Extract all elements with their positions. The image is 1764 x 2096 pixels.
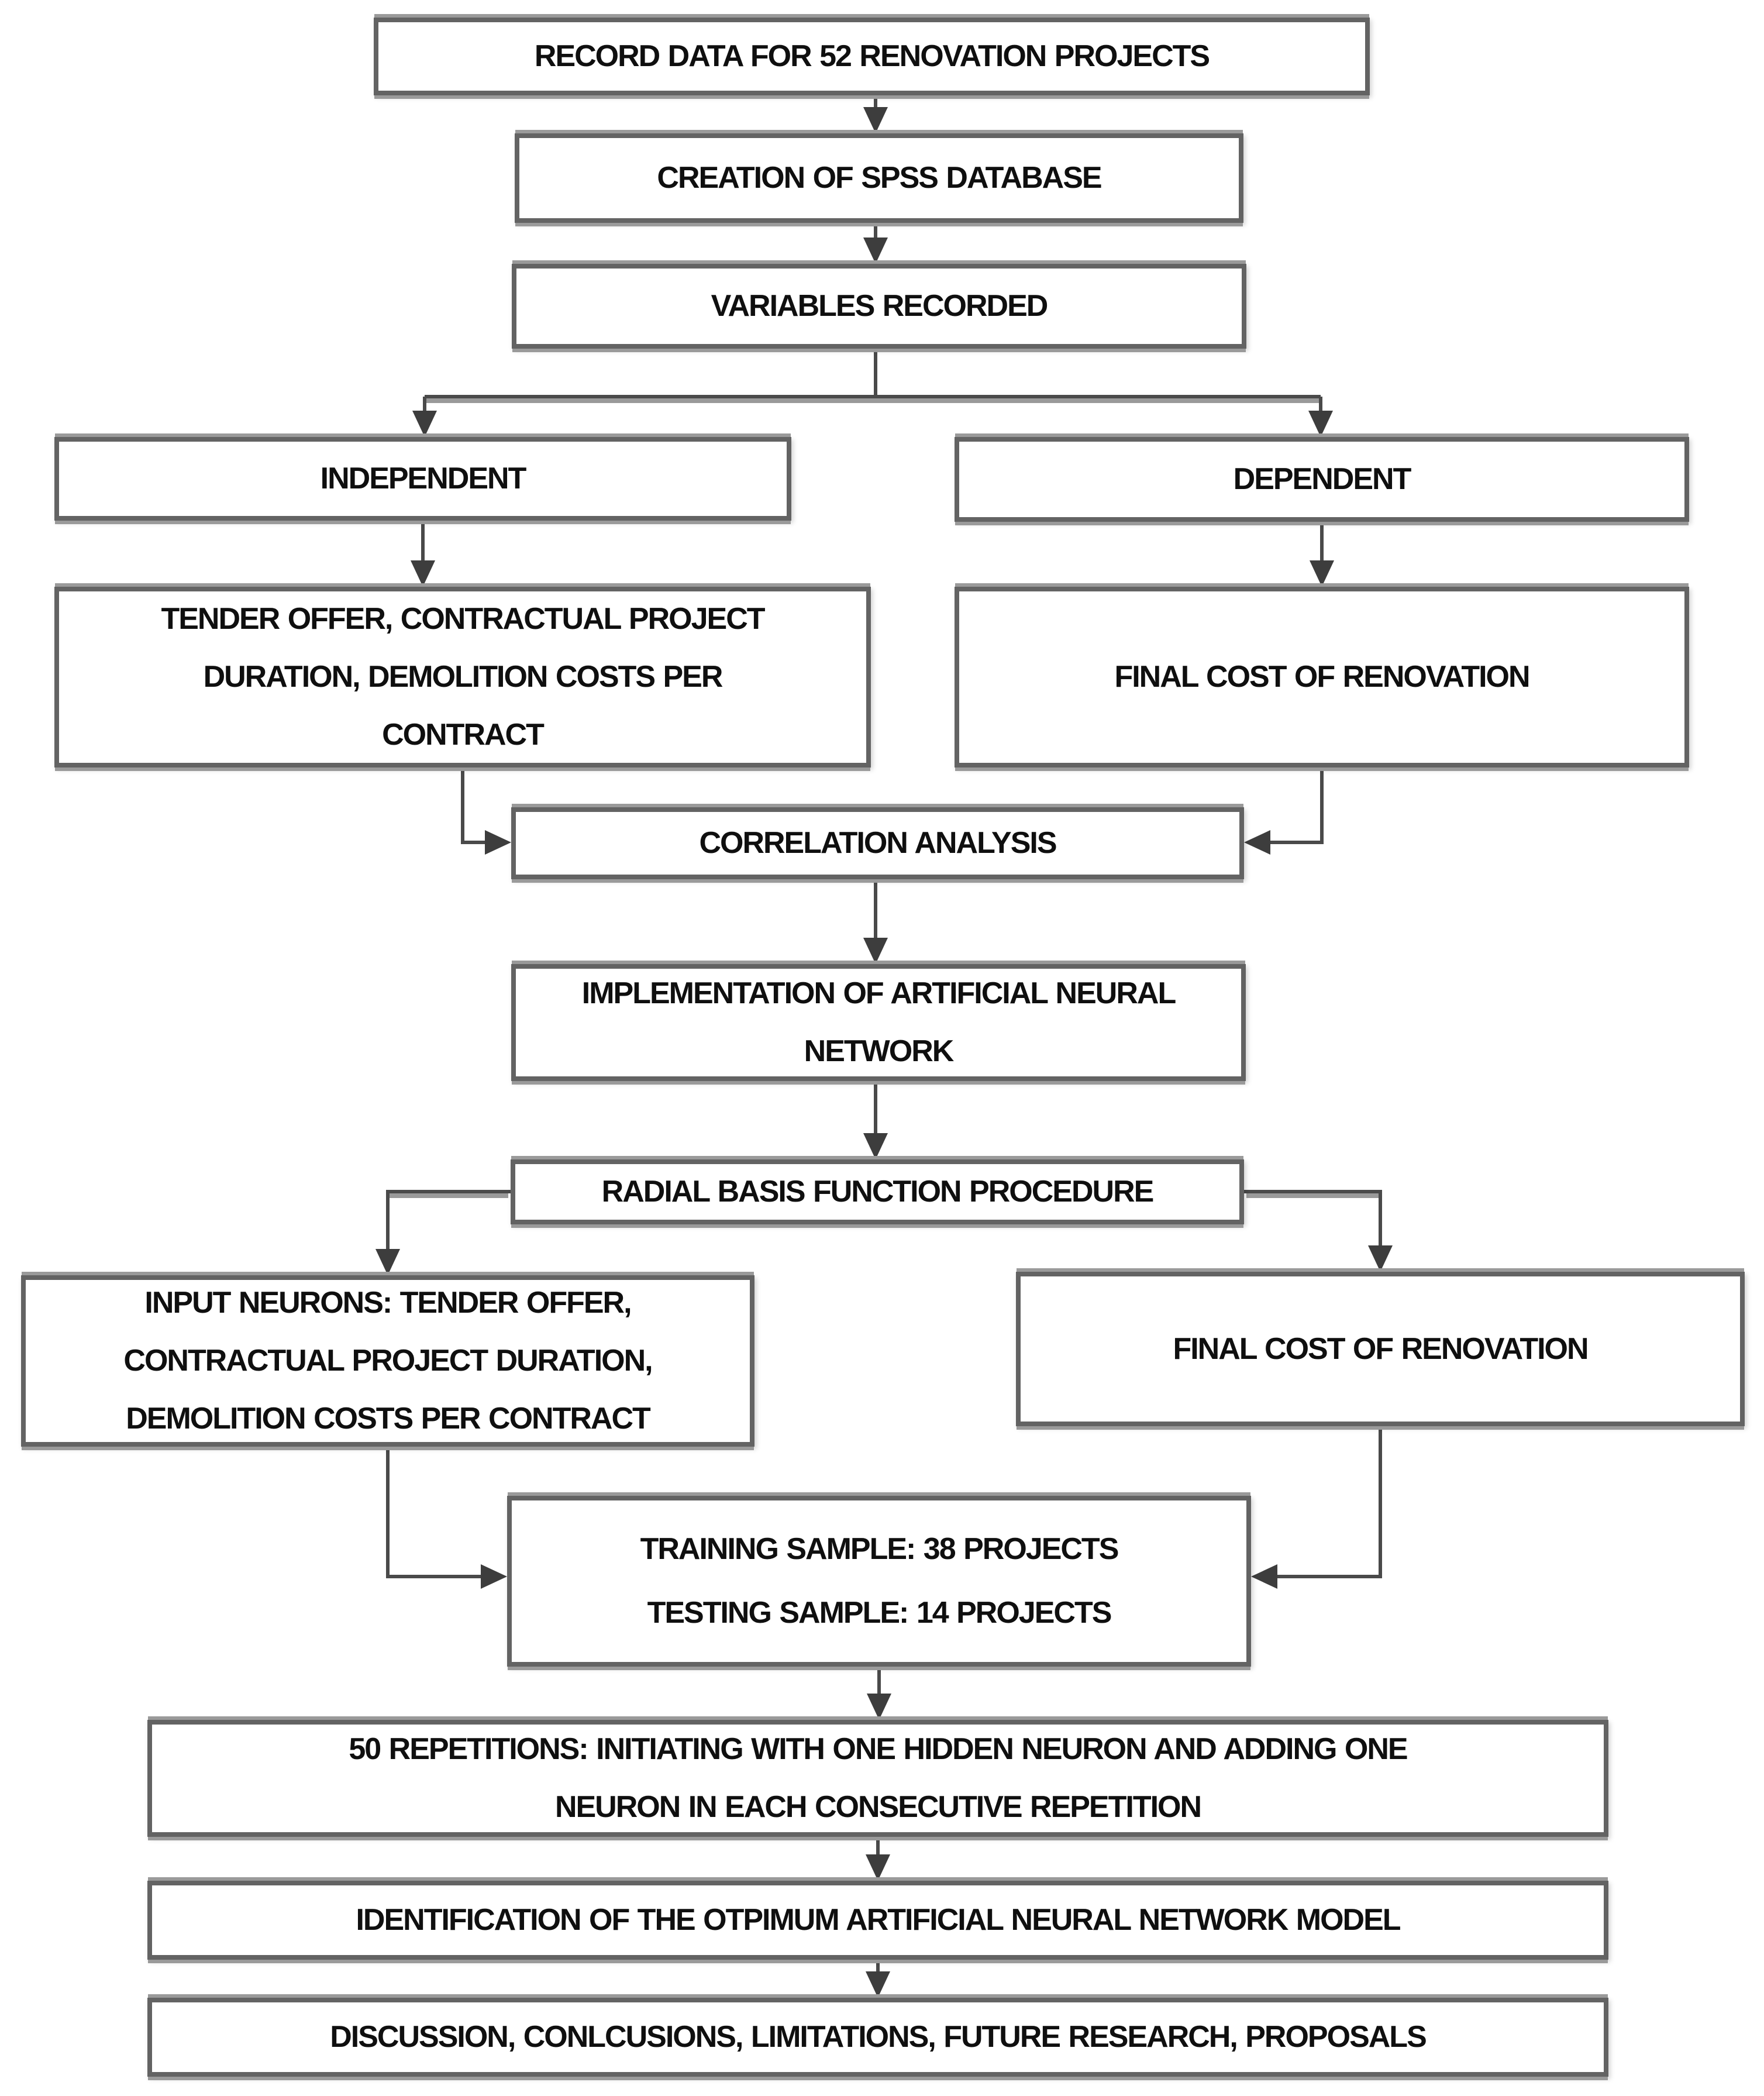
node-dependent-variable: FINAL COST OF RENOVATION — [955, 587, 1689, 767]
node-record-data-label: RECORD DATA FOR 52 RENOVATION PROJECTS — [534, 39, 1210, 74]
connector-variables-split — [412, 349, 1333, 437]
connector-correlation-to-ann — [863, 879, 888, 964]
node-discussion-conclusions: DISCUSSION, CONLCUSIONS, LIMITATIONS, FU… — [147, 1998, 1608, 2077]
connector-ann-to-rbf — [863, 1081, 888, 1159]
node-dependent: DEPENDENT — [955, 437, 1689, 522]
node-spss-database: CREATION OF SPSS DATABASE — [515, 133, 1243, 223]
node-input-neurons-label: INPUT NEURONS: TENDER OFFER, CONTRACTUAL… — [123, 1286, 653, 1436]
node-rbf-procedure: RADIAL BASIS FUNCTION PROCEDURE — [511, 1159, 1244, 1224]
node-optimum-model-identification-label: IDENTIFICATION OF THE OTPIMUM ARTIFICIAL… — [356, 1903, 1401, 1937]
connector-identification-to-discussion — [866, 1960, 890, 1998]
node-repetitions: 50 REPETITIONS: INITIATING WITH ONE HIDD… — [147, 1720, 1608, 1837]
node-spss-database-label: CREATION OF SPSS DATABASE — [657, 161, 1102, 195]
node-samples-testing-line: TESTING SAMPLE: 14 PROJECTS — [647, 1596, 1112, 1630]
connector-output-neuron-to-samples — [1251, 1426, 1382, 1589]
node-output-neuron-label: FINAL COST OF RENOVATION — [1173, 1331, 1589, 1366]
node-ann-implementation: IMPLEMENTATION OF ARTIFICIAL NEURAL NETW… — [511, 964, 1246, 1081]
node-independent-label: INDEPENDENT — [320, 462, 527, 496]
node-samples: TRAINING SAMPLE: 38 PROJECTS TESTING SAM… — [507, 1496, 1251, 1667]
node-samples-label: TRAINING SAMPLE: 38 PROJECTS TESTING SAM… — [640, 1517, 1119, 1645]
node-dependent-label: DEPENDENT — [1233, 462, 1412, 497]
connector-rbf-to-output-neuron — [1244, 1190, 1393, 1272]
node-record-data: RECORD DATA FOR 52 RENOVATION PROJECTS — [374, 18, 1370, 95]
node-optimum-model-identification: IDENTIFICATION OF THE OTPIMUM ARTIFICIAL… — [147, 1881, 1608, 1960]
node-ann-implementation-label: IMPLEMENTATION OF ARTIFICIAL NEURAL NETW… — [581, 976, 1176, 1068]
connector-independent-vars-to-correlation — [461, 767, 511, 855]
connector-samples-to-repetitions — [867, 1667, 891, 1720]
connector-independent-to-variables-list — [411, 521, 435, 587]
node-variables-recorded: VARIABLES RECORDED — [512, 264, 1246, 349]
node-output-neuron: FINAL COST OF RENOVATION — [1016, 1272, 1745, 1426]
connector-input-neurons-to-samples — [386, 1447, 507, 1589]
connector-record-to-spss — [863, 95, 888, 133]
node-independent: INDEPENDENT — [54, 437, 791, 521]
node-correlation-analysis: CORRELATION ANALYSIS — [511, 807, 1244, 879]
node-samples-training-line: TRAINING SAMPLE: 38 PROJECTS — [640, 1531, 1119, 1566]
node-dependent-variable-label: FINAL COST OF RENOVATION — [1114, 660, 1530, 694]
node-variables-recorded-label: VARIABLES RECORDED — [711, 289, 1049, 323]
node-discussion-conclusions-label: DISCUSSION, CONLCUSIONS, LIMITATIONS, FU… — [330, 2020, 1427, 2054]
connector-rbf-to-input-neurons — [375, 1190, 511, 1275]
connector-dependent-to-final-cost — [1310, 522, 1334, 587]
connector-spss-to-variables — [863, 223, 888, 264]
node-input-neurons: INPUT NEURONS: TENDER OFFER, CONTRACTUAL… — [21, 1275, 754, 1447]
node-repetitions-label: 50 REPETITIONS: INITIATING WITH ONE HIDD… — [349, 1732, 1408, 1824]
connector-repetitions-to-identification — [866, 1837, 890, 1881]
connector-dependent-var-to-correlation — [1244, 767, 1324, 855]
node-rbf-procedure-label: RADIAL BASIS FUNCTION PROCEDURE — [601, 1175, 1155, 1209]
node-independent-variables: TENDER OFFER, CONTRACTUAL PROJECT DURATI… — [54, 587, 871, 767]
node-correlation-analysis-label: CORRELATION ANALYSIS — [699, 826, 1057, 861]
node-independent-variables-label: TENDER OFFER, CONTRACTUAL PROJECT DURATI… — [161, 602, 765, 752]
